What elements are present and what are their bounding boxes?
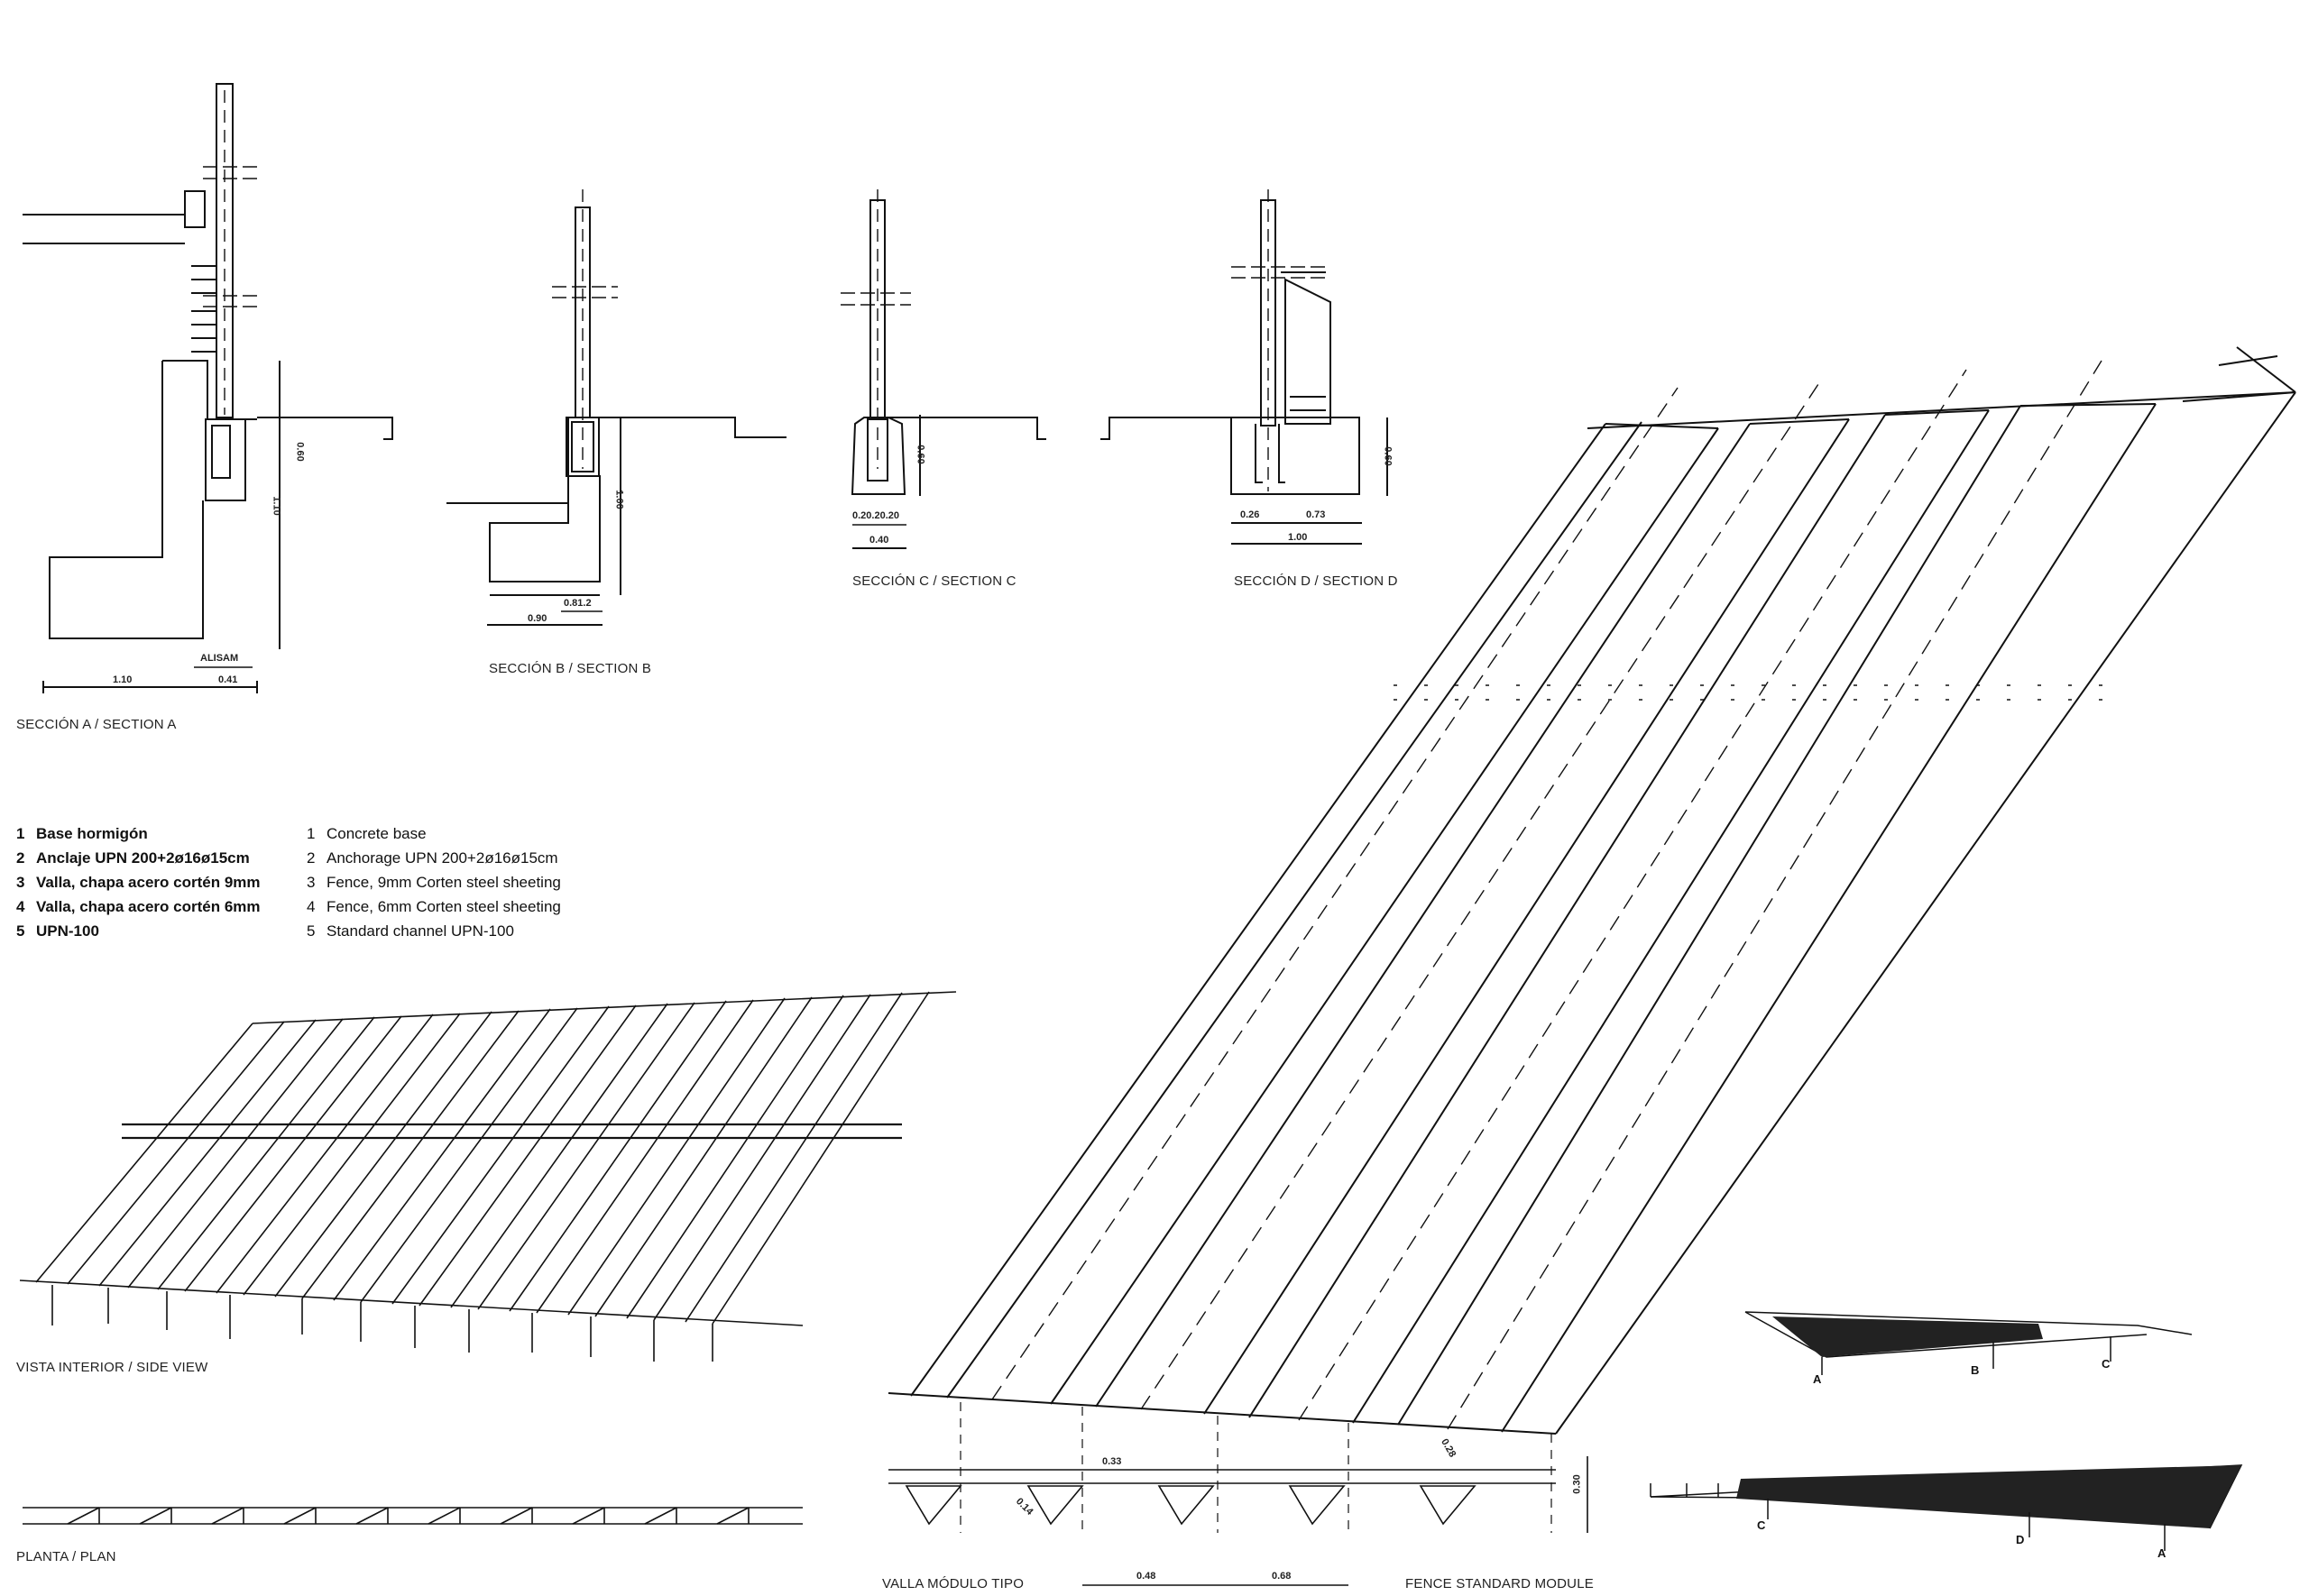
section-b-title: SECCIÓN B / SECTION B — [489, 661, 652, 676]
dim-d-right: 0.73 — [1306, 509, 1326, 520]
module-dim-top: 0.33 — [1102, 1456, 1122, 1467]
key-marker-a-lower: A — [2157, 1546, 2166, 1560]
key-plan-upper — [1744, 1311, 2193, 1375]
side-view-title: VISTA INTERIOR / SIDE VIEW — [16, 1360, 208, 1375]
key-marker-b-upper: B — [1971, 1363, 1980, 1377]
module-dim-2: 0.68 — [1272, 1571, 1292, 1582]
dim-a-height: 0.60 — [294, 442, 306, 462]
legend-num: 3 — [307, 874, 316, 891]
section-c-title: SECCIÓN C / SECTION C — [852, 573, 1017, 589]
legend-es-item: 4 Valla, chapa acero cortén 6mm — [16, 898, 261, 916]
legend-es-item: 3 Valla, chapa acero cortén 9mm — [16, 874, 261, 892]
module-dim-right: 0.30 — [1571, 1474, 1583, 1494]
plan-title: PLANTA / PLAN — [16, 1549, 116, 1564]
legend-en-item: 2 Anchorage UPN 200+2ø16ø15cm — [307, 849, 558, 867]
module-title-en: FENCE STANDARD MODULE — [1405, 1576, 1594, 1591]
legend-num: 5 — [16, 922, 25, 940]
legend-text: Anclaje UPN 200+2ø16ø15cm — [36, 849, 250, 867]
dim-d-height: 0.60 — [1382, 446, 1394, 466]
fence-module-elevation — [888, 346, 2296, 1435]
key-marker-c-upper: C — [2102, 1357, 2111, 1371]
key-marker-c-lower: C — [1757, 1518, 1766, 1532]
section-d-drawing — [1100, 189, 1388, 545]
fence-module-plan — [888, 1402, 1588, 1586]
legend-num: 1 — [307, 825, 316, 842]
legend-num: 4 — [307, 898, 316, 915]
legend-text: Anchorage UPN 200+2ø16ø15cm — [327, 849, 558, 867]
legend-text: Valla, chapa acero cortén 9mm — [36, 874, 261, 891]
dim-c-parts: 0.20.20.20 — [852, 510, 899, 521]
dim-d-total: 1.00 — [1288, 532, 1308, 543]
key-marker-a-upper: A — [1813, 1372, 1822, 1386]
dim-b-height: 1.00 — [613, 490, 625, 509]
legend-text: UPN-100 — [36, 922, 99, 940]
dim-c-height: 0.60 — [915, 445, 926, 464]
legend-text: Fence, 6mm Corten steel sheeting — [327, 898, 561, 915]
plan-drawing — [23, 1507, 803, 1525]
legend-text: Concrete base — [327, 825, 427, 842]
module-dim-1: 0.48 — [1136, 1571, 1156, 1582]
dim-a-note: ALISAM — [200, 653, 239, 664]
side-view-drawing — [19, 991, 957, 1362]
dim-b-base: 0.81.2 — [564, 598, 592, 609]
dim-a-depth: 1.10 — [271, 496, 282, 516]
section-d-title: SECCIÓN D / SECTION D — [1234, 573, 1398, 589]
legend-num: 5 — [307, 922, 316, 940]
legend-num: 1 — [16, 825, 25, 842]
legend-num: 4 — [16, 898, 25, 915]
key-plan-lower — [1650, 1464, 2243, 1551]
section-c-drawing — [841, 189, 1046, 549]
section-b-drawing — [446, 189, 787, 626]
legend-text: Standard channel UPN-100 — [327, 922, 514, 940]
section-a-drawing — [23, 83, 393, 693]
legend-es-item: 1 Base hormigón — [16, 825, 148, 843]
legend-es-item: 2 Anclaje UPN 200+2ø16ø15cm — [16, 849, 250, 867]
legend-num: 2 — [307, 849, 316, 867]
dim-d-left: 0.26 — [1240, 509, 1260, 520]
dim-c-width: 0.40 — [869, 535, 889, 546]
legend-text: Base hormigón — [36, 825, 148, 842]
dim-b-width: 0.90 — [528, 613, 547, 624]
legend-en-item: 5 Standard channel UPN-100 — [307, 922, 514, 940]
section-a-title: SECCIÓN A / SECTION A — [16, 717, 177, 732]
module-title-es: VALLA MÓDULO TIPO — [882, 1576, 1025, 1591]
key-marker-d-lower: D — [2016, 1533, 2025, 1546]
dim-a-base: 0.41 — [218, 674, 238, 685]
legend-en-item: 3 Fence, 9mm Corten steel sheeting — [307, 874, 561, 892]
legend-en-item: 1 Concrete base — [307, 825, 427, 843]
legend-num: 2 — [16, 849, 25, 867]
legend-es-item: 5 UPN-100 — [16, 922, 99, 940]
dim-a-width: 1.10 — [113, 674, 133, 685]
legend-num: 3 — [16, 874, 25, 891]
legend-text: Valla, chapa acero cortén 6mm — [36, 898, 261, 915]
legend-text: Fence, 9mm Corten steel sheeting — [327, 874, 561, 891]
legend-en-item: 4 Fence, 6mm Corten steel sheeting — [307, 898, 561, 916]
